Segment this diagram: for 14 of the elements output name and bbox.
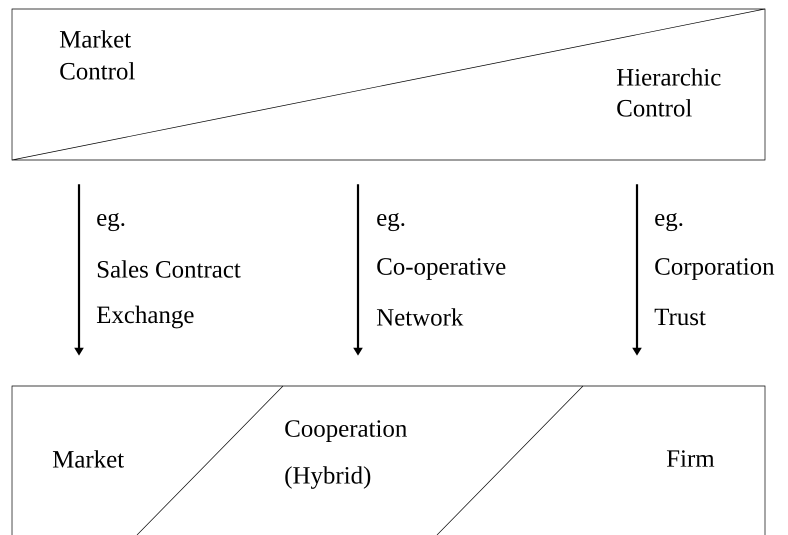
arrow-note: eg. <box>97 212 124 232</box>
arrow-note: Sales Contract <box>98 260 241 278</box>
arrow-note: Trust <box>654 308 706 326</box>
arrow-note: Network <box>376 308 464 326</box>
box-label: Hierarchic Control <box>616 68 721 117</box>
box-label: Market <box>52 450 124 468</box>
box-label: Firm <box>666 450 714 467</box>
box-label: Cooperation (Hybrid) <box>285 420 407 489</box>
arrow-note: Corporation <box>655 258 774 280</box>
arrow-note: Exchange <box>96 306 194 328</box>
arrow-note: eg. <box>377 212 404 232</box>
arrow-note: eg. <box>655 212 682 232</box>
arrow-note: Co-operative <box>377 258 506 280</box>
box-label: Market Control <box>60 30 135 80</box>
